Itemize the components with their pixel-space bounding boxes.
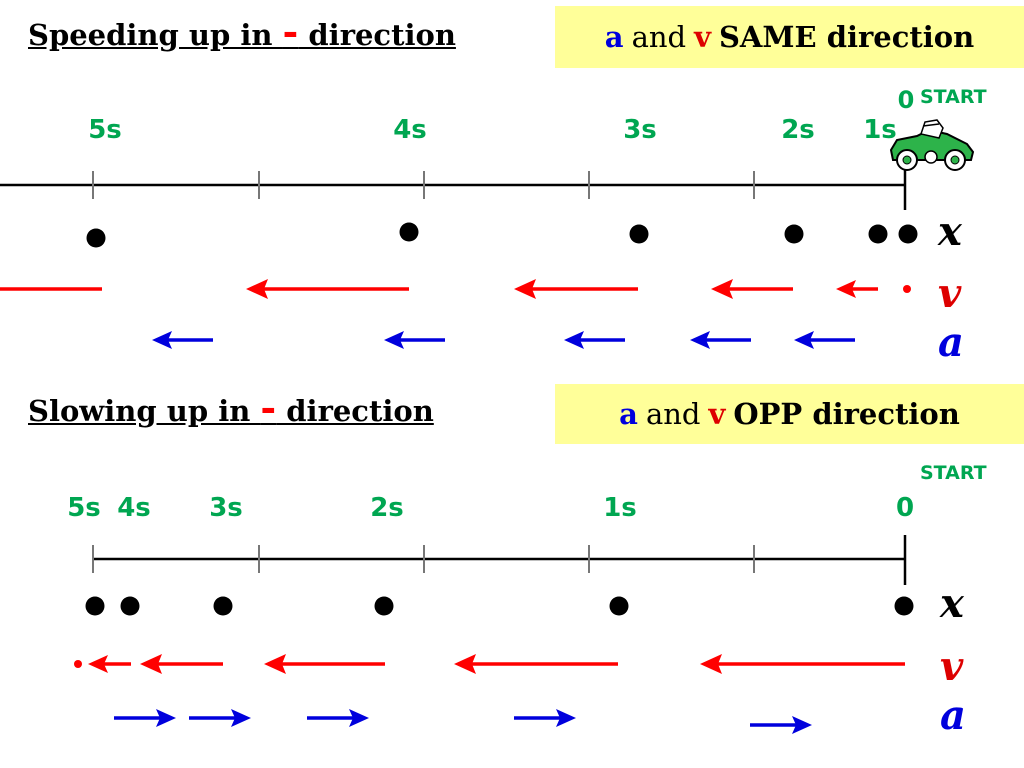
velocity-symbol: v [938, 270, 962, 317]
acceleration-arrow [514, 709, 576, 727]
time-label-2s: 2s [781, 115, 815, 145]
position-dot [898, 224, 918, 244]
time-label-5s: 5s [88, 115, 122, 145]
velocity-dot [74, 660, 82, 668]
time-label-4s: 4s [393, 115, 427, 145]
position-dot [374, 596, 394, 616]
bottom-number-line [92, 535, 907, 585]
acceleration-arrow [794, 331, 855, 349]
acceleration-arrow [384, 331, 445, 349]
position-dot [784, 224, 804, 244]
position-dot [120, 596, 140, 616]
acceleration-arrow [189, 709, 251, 727]
bottom-position-dots [85, 596, 914, 616]
top-velocity-arrows [0, 279, 911, 299]
speeding-up-section: Speeding up in - direction a and v SAME … [28, 6, 1024, 108]
velocity-symbol: v [940, 643, 964, 690]
acceleration-arrow [750, 716, 812, 734]
position-dot [86, 228, 106, 248]
velocity-arrow [514, 279, 638, 299]
velocity-arrow [246, 279, 409, 299]
time-label-0: 0 [896, 493, 914, 523]
velocity-arrow [836, 280, 878, 298]
box-and-label: and [631, 20, 687, 54]
box-v-label: v [708, 397, 726, 431]
velocity-arrow [454, 654, 618, 674]
position-dot [629, 224, 649, 244]
acceleration-arrow [114, 709, 176, 727]
same-direction-box: a and v SAME direction [555, 6, 1024, 68]
velocity-dot [903, 285, 911, 293]
acceleration-arrow [152, 331, 213, 349]
position-dot [868, 224, 888, 244]
acceleration-symbol: a [940, 692, 966, 739]
time-label-5s: 5s [67, 493, 101, 523]
box-direction-label: SAME direction [718, 20, 975, 54]
box-v-label: v [694, 20, 711, 54]
position-dot [399, 222, 419, 242]
velocity-arrow [140, 654, 223, 674]
acceleration-arrow [307, 709, 369, 727]
time-label-1s: 1s [863, 115, 897, 145]
acceleration-arrow [690, 331, 751, 349]
velocity-arrow [88, 655, 131, 673]
box-a-label: a [619, 397, 638, 431]
slowing-up-title: Slowing up in - direction [28, 385, 434, 430]
velocity-arrow [700, 654, 905, 674]
position-dot [894, 596, 914, 616]
start-label: START [920, 86, 987, 108]
acceleration-symbol: a [938, 319, 964, 366]
time-label-1s: 1s [603, 493, 637, 523]
slowing-up-section: Slowing up in - direction a and v OPP di… [0, 384, 1024, 768]
position-dot [85, 596, 105, 616]
position-dot [609, 596, 629, 616]
box-a-label: a [604, 20, 624, 54]
race-car-icon [889, 119, 975, 171]
top-position-dots [86, 222, 918, 248]
position-symbol: x [939, 580, 965, 627]
bottom-velocity-arrows [74, 654, 905, 674]
opp-direction-box: a and v OPP direction [555, 384, 1024, 444]
time-label-3s: 3s [209, 493, 243, 523]
top-acceleration-arrows [152, 331, 855, 349]
bottom-acceleration-arrows [114, 709, 812, 734]
start-label: START [920, 462, 987, 484]
time-label-4s: 4s [117, 493, 151, 523]
acceleration-arrow [564, 331, 625, 349]
position-dot [213, 596, 233, 616]
velocity-arrow [711, 279, 793, 299]
time-label-3s: 3s [623, 115, 657, 145]
box-and-label: and [645, 397, 701, 431]
time-label-0: 0 [898, 86, 915, 114]
position-symbol: x [937, 208, 963, 255]
time-label-2s: 2s [370, 493, 404, 523]
top-number-line [0, 165, 907, 210]
box-direction-label: OPP direction [733, 397, 960, 431]
velocity-arrow [264, 654, 385, 674]
speeding-up-title: Speeding up in - direction [28, 9, 456, 54]
